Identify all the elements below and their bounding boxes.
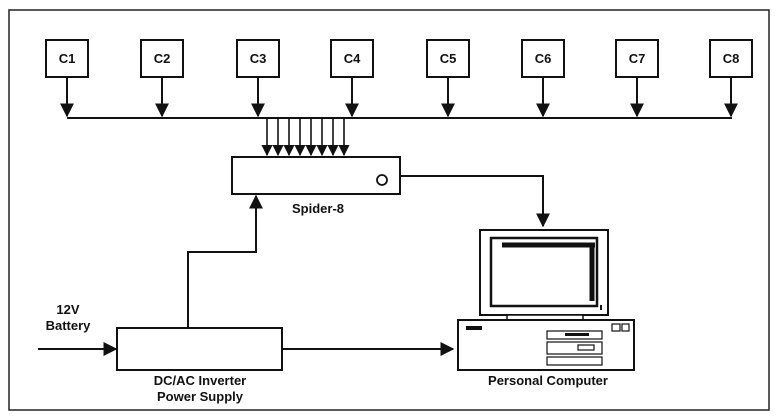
inverter-box [116, 327, 283, 371]
sensor-box [521, 39, 565, 78]
sensor-group: C1 C2 C3 C4 C5 C6 C7 C8 [45, 39, 753, 118]
sensor-label: C4 [344, 51, 361, 66]
sensor-box [236, 39, 280, 78]
spider-8-label: Spider-8 [292, 201, 344, 216]
sensor-label: C7 [629, 51, 646, 66]
sensor-box [709, 39, 753, 78]
sensor-c3: C3 [236, 39, 280, 118]
computer-label: Personal Computer [488, 373, 608, 388]
spider-to-computer-line [400, 175, 550, 228]
sensor-c7: C7 [615, 39, 659, 118]
spider-8-box [231, 156, 401, 195]
outer-frame [8, 9, 770, 411]
personal-computer-icon [457, 229, 635, 371]
battery-label-voltage: 12V [56, 302, 79, 317]
signal-bundle [261, 118, 350, 157]
sensor-label: C6 [535, 51, 552, 66]
sensor-c8: C8 [709, 39, 753, 118]
sensor-c2: C2 [140, 39, 184, 118]
sensor-c6: C6 [521, 39, 565, 118]
sensor-label: C1 [59, 51, 76, 66]
sensor-label: C5 [440, 51, 457, 66]
spider-8-indicator-icon [376, 174, 388, 186]
sensor-label: C3 [250, 51, 267, 66]
sensor-box [615, 39, 659, 78]
sensor-label: C8 [723, 51, 740, 66]
sensor-c1: C1 [45, 39, 89, 118]
sensor-box [426, 39, 470, 78]
sensor-c4: C4 [330, 39, 374, 118]
battery-label-name: Battery [46, 318, 92, 333]
inverter-label-line1: DC/AC Inverter [154, 373, 246, 388]
inverter-label-line2: Power Supply [157, 389, 244, 404]
inverter-to-spider-line [187, 194, 263, 327]
sensor-label: C2 [154, 51, 171, 66]
sensor-c5: C5 [426, 39, 470, 118]
sensor-box [140, 39, 184, 78]
